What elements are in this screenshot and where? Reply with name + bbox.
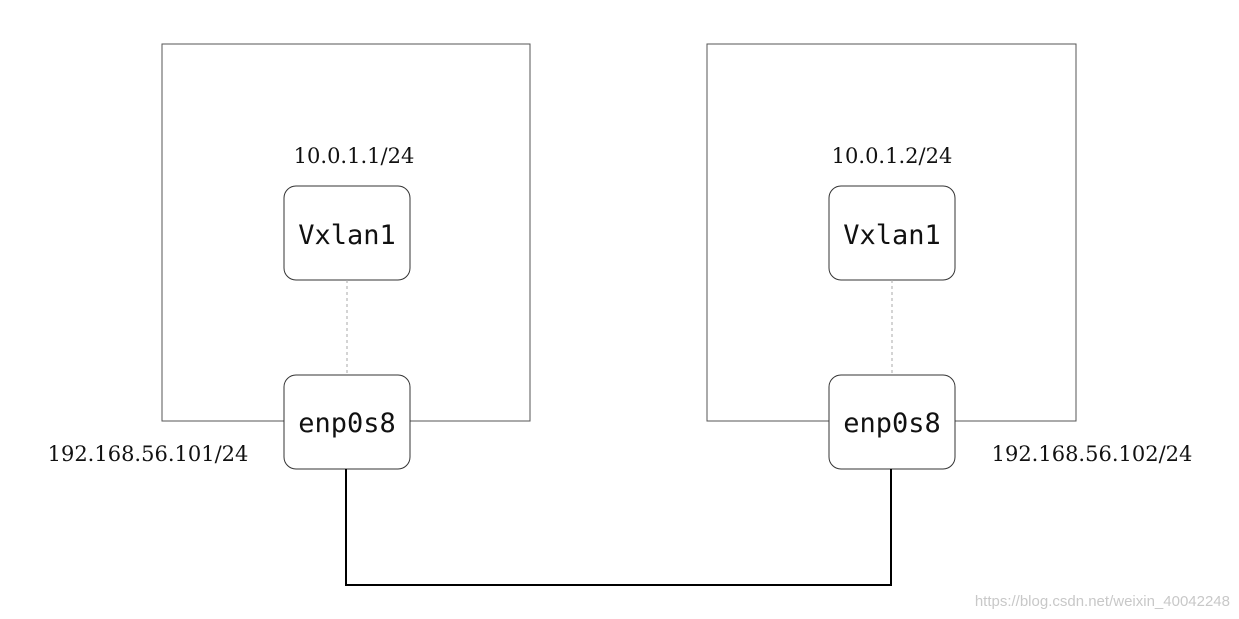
host-left: 10.0.1.1/24 Vxlan1 enp0s8 192.168.56.101… — [48, 43, 531, 470]
host-right-nic-address: 192.168.56.102/24 — [992, 442, 1193, 466]
host-left-vxlan-label: Vxlan1 — [298, 220, 396, 251]
host-right-vxlan-address: 10.0.1.2/24 — [832, 144, 953, 168]
physical-link — [345, 469, 892, 586]
host-right: 10.0.1.2/24 Vxlan1 enp0s8 192.168.56.102… — [706, 43, 1193, 470]
host-left-nic-address: 192.168.56.101/24 — [48, 442, 249, 466]
host-left-nic-label: enp0s8 — [298, 408, 396, 439]
host-left-vxlan-address: 10.0.1.1/24 — [294, 144, 415, 168]
watermark-text: https://blog.csdn.net/weixin_40042248 — [975, 593, 1230, 610]
host-right-nic-label: enp0s8 — [843, 408, 941, 439]
host-right-frame — [706, 43, 1077, 422]
host-left-frame — [161, 43, 531, 422]
host-right-vxlan-label: Vxlan1 — [843, 220, 941, 251]
